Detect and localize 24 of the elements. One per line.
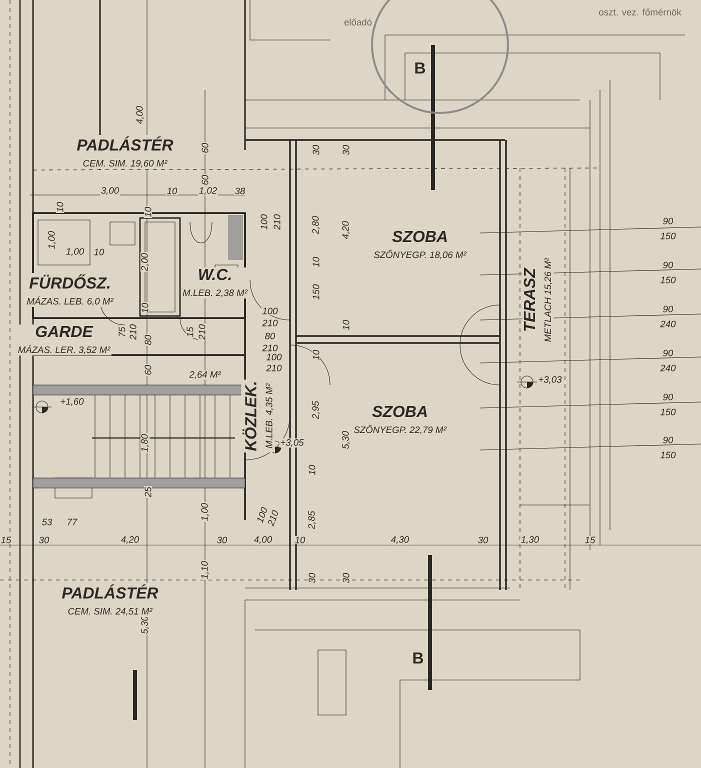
room-area: SZŐNYEGP. 22,79 M² <box>354 424 447 434</box>
room-name: W.C. <box>199 268 231 280</box>
dimension-label: 210 <box>266 508 280 528</box>
stamp-text: oszt. vez. főmérnök <box>598 8 682 16</box>
room-area: METLACH 15,26 M² <box>544 258 552 342</box>
room-name: TERASZ <box>524 268 536 331</box>
room-name: GARDE <box>36 326 94 338</box>
room-area: MÁZAS. LER. 3,52 M² <box>18 344 110 354</box>
room-name: KÖZLEK. <box>242 382 256 451</box>
room-name: FÜRDŐSZ. <box>29 274 110 289</box>
room-name: SZOBA <box>392 230 447 242</box>
room-area: M.LEB. 2,38 M² <box>182 290 248 298</box>
room-area: M.LEB. 4,35 M² <box>266 383 274 448</box>
room-name: SZOBA <box>372 406 427 418</box>
room-area: MÁZAS. LEB. 6,0 M² <box>26 296 114 306</box>
room-area: CEM. SIM. 24,51 M² <box>68 608 153 616</box>
stamp-text: előadó <box>343 18 373 26</box>
room-area: CEM. SIM. 19,60 M² <box>83 160 168 168</box>
section-label: B <box>413 62 427 74</box>
dimension-label: 100 <box>255 506 269 524</box>
room-name: PADLÁSTÉR <box>62 584 158 599</box>
room-name: PADLÁSTÉR <box>76 136 174 151</box>
section-label: B <box>411 652 425 664</box>
room-area: SZŐNYEGP. 18,06 M² <box>374 250 467 260</box>
